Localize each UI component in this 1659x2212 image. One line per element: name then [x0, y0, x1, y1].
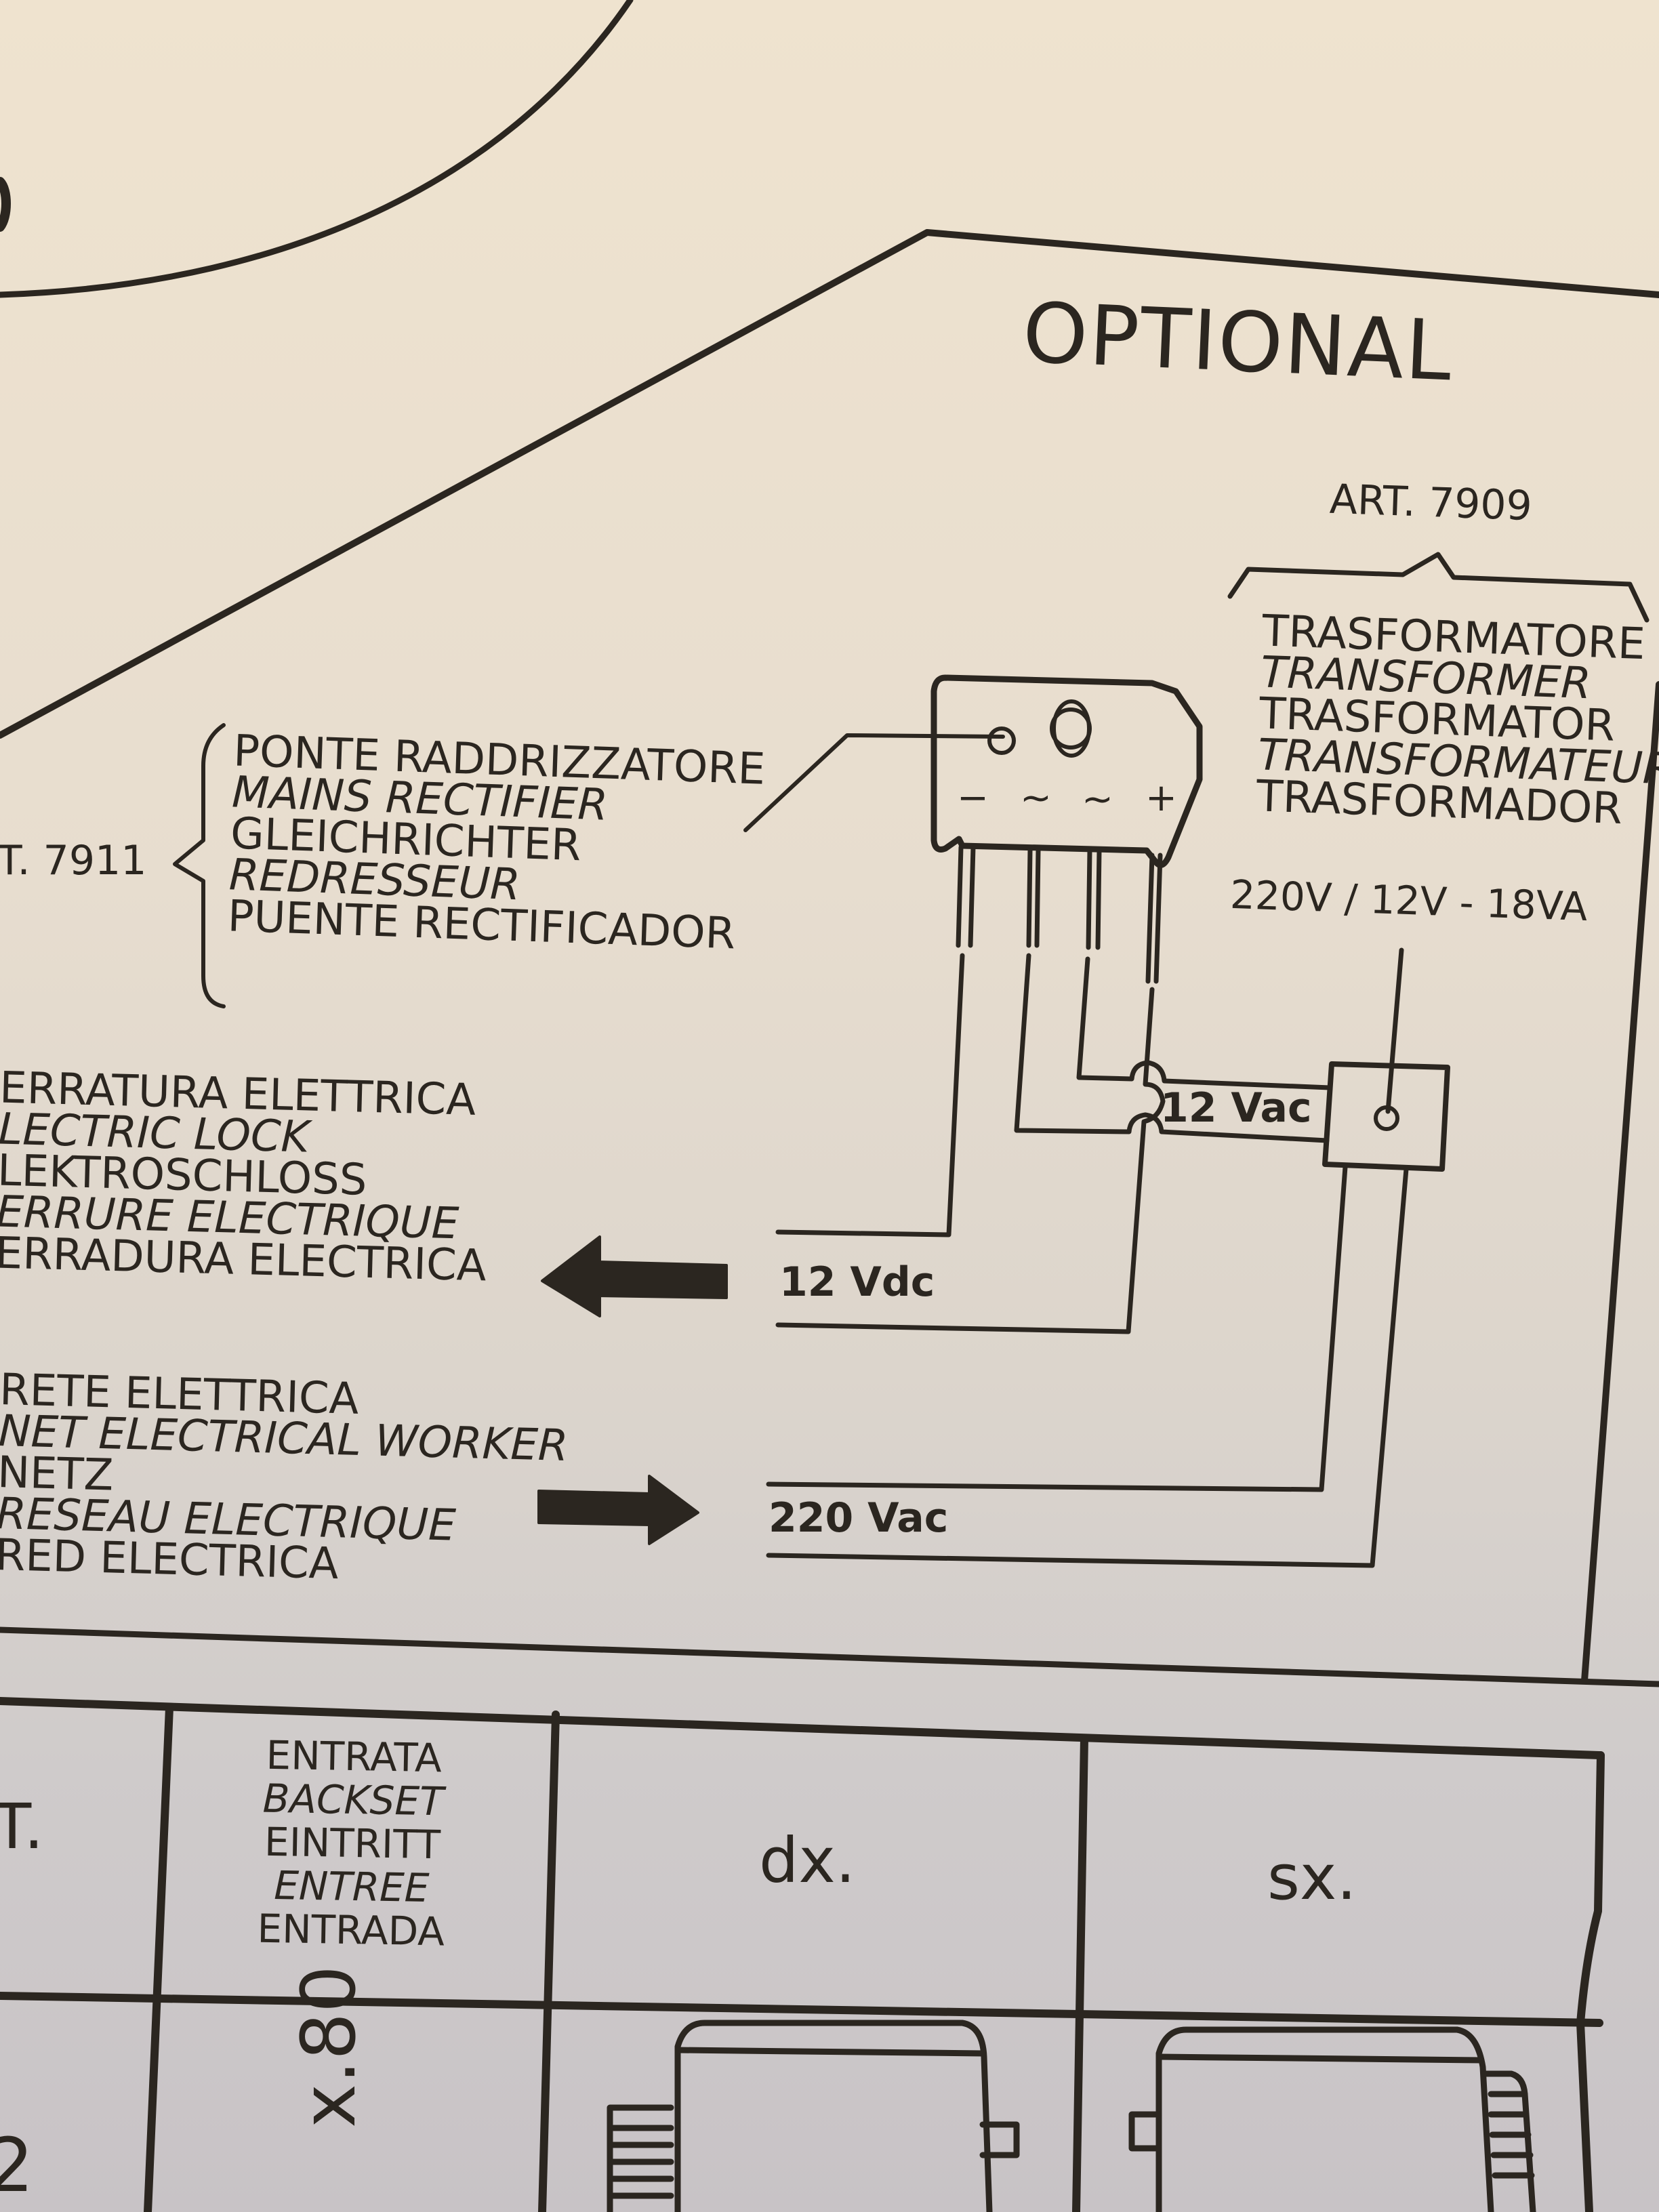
dc-output-voltage: 12 Vdc — [779, 1258, 935, 1306]
wire-dc-minus — [775, 953, 965, 1237]
decorative-arc — [0, 0, 634, 298]
rectifier-names: PONTE RADDRIZZATORE MAINS RECTIFIER GLEI… — [227, 726, 766, 959]
wires — [766, 947, 1409, 1568]
ac-secondary-voltage: 12 Vac — [1160, 1084, 1312, 1132]
rectifier-pin-plus: + — [1145, 776, 1177, 820]
rectifier-pin-minus: − — [957, 776, 989, 820]
mains-voltage: 220 Vac — [769, 1494, 949, 1542]
arrow-right-icon — [537, 1475, 699, 1545]
backset-de: EINTRITT — [264, 1818, 441, 1868]
rectifier-body — [930, 674, 1203, 868]
electric-lock-name-es: ERRADURA ELECTRICA — [0, 1228, 487, 1292]
backset-es: ENTRADA — [256, 1905, 445, 1955]
lock-body-left — [1128, 2026, 1536, 2212]
wire-ac-2 — [1076, 956, 1332, 1090]
transformer-terminal — [1374, 1105, 1399, 1131]
mains-names: RETE ELETTRICA NET ELECTRICAL WORKER NET… — [0, 1365, 570, 1591]
rectifier-terminal-dot — [987, 726, 1016, 755]
table-grid — [0, 1697, 1605, 2212]
backset-en: BACKSET — [262, 1775, 445, 1825]
wire-mains-2 — [766, 1166, 1409, 1568]
transformer-box — [1322, 1061, 1450, 1172]
rectifier-pin-ac2: ~ — [1082, 777, 1113, 821]
transformer-article-number: ART. 7909 — [1328, 475, 1533, 531]
rectifier-article-number: T. 7911 — [0, 837, 147, 884]
wire-mains-1 — [766, 1164, 1348, 1492]
optional-section-right-edge — [1581, 681, 1659, 1684]
transformer-brace — [1227, 552, 1650, 623]
rectifier-leads — [956, 844, 1163, 984]
backset-fr: ENTREE — [273, 1862, 430, 1911]
optional-section-border — [0, 229, 1659, 739]
backset-header: ENTRATA BACKSET EINTRITT ENTREE ENTRADA — [228, 1732, 476, 1955]
arrow-left-icon — [541, 1235, 728, 1317]
transformer-rating: 220V / 12V - 18VA — [1229, 871, 1589, 930]
lock-body-right — [607, 2020, 1020, 2212]
table-row1-col0: 2 — [0, 2122, 34, 2209]
rectifier-pin-ac1: ~ — [1020, 776, 1052, 820]
arc-fragment — [0, 177, 11, 232]
transformer-name-es: TRASFORMADOR — [1255, 771, 1624, 835]
wire-ac-1 — [1014, 953, 1330, 1143]
right-hand-header: dx. — [759, 1824, 856, 1897]
left-hand-header: sx. — [1267, 1841, 1357, 1914]
section-title: OPTIONAL — [1021, 285, 1455, 400]
table-col0-header: T. — [0, 1790, 44, 1863]
optional-section-bottom-edge — [0, 1626, 1659, 1687]
rectifier-brace — [173, 723, 226, 1008]
electric-lock-names: ERRATURA ELETTRICA LECTRIC LOCK LEKTROSC… — [0, 1063, 491, 1292]
wire-dc-plus — [775, 987, 1166, 1334]
rectifier-hole — [1052, 699, 1091, 758]
table-row1-backset: x.80 — [285, 1965, 372, 2128]
rectifier-leader — [743, 733, 1005, 832]
backset-it: ENTRATA — [266, 1732, 443, 1782]
transformer-names: TRASFORMATORE TRANSFORMER TRASFORMATOR T… — [1255, 606, 1659, 835]
wire-transformer-top — [1385, 947, 1404, 1114]
